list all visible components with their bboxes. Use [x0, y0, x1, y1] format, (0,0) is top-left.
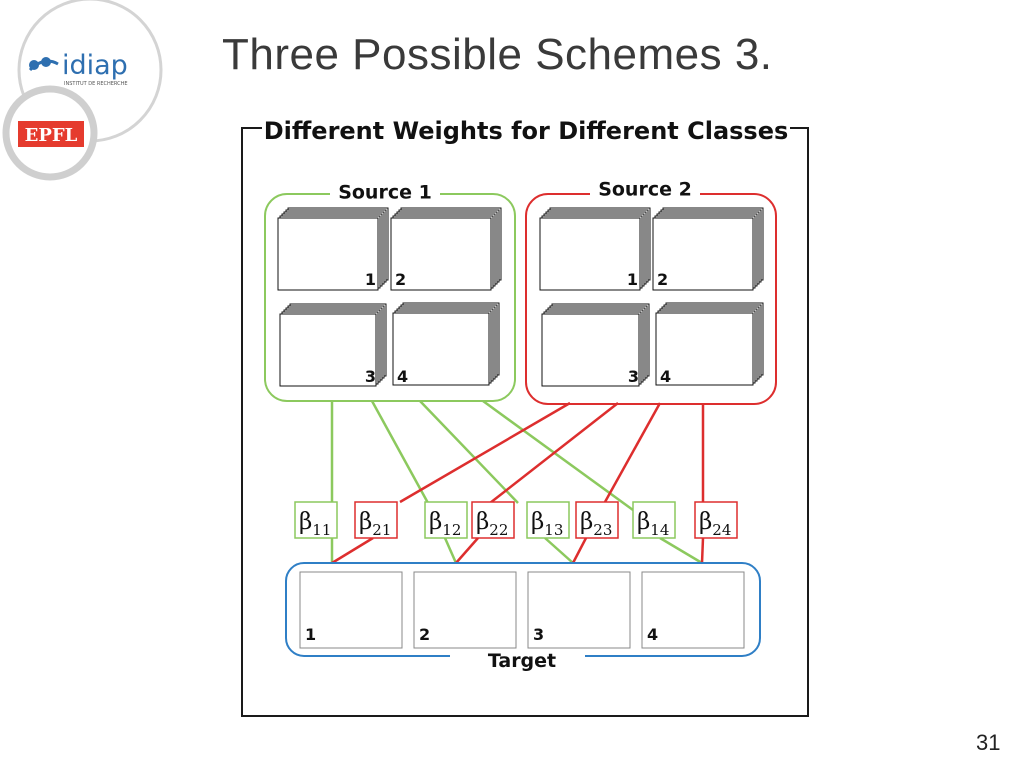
- conn-s2c1-weight: [399, 401, 571, 504]
- idiap-logo-icon: [28, 57, 59, 72]
- epfl-logo-text: EPFL: [25, 125, 78, 146]
- epfl-logo-badge: [18, 121, 84, 147]
- connection-lines: [330, 399, 705, 565]
- source1-class-2-sheet: [390, 217, 492, 291]
- source1-class-stack-2: 2: [390, 207, 502, 291]
- source1-class-1-label: 1: [365, 270, 376, 289]
- idiap-logo-text: idiap: [62, 50, 128, 81]
- idiap-logo-subtext: INSTITUT DE RECHERCHE: [64, 81, 128, 87]
- source1-class-4-sheet: [392, 312, 490, 386]
- weight-beta-22: β22: [471, 501, 515, 539]
- slide-title: Three Possible Schemes 3.: [222, 30, 773, 79]
- conn-w13-target3: [544, 537, 574, 564]
- source1-class-2-label: 2: [395, 270, 406, 289]
- target-label-bg: [450, 648, 585, 666]
- source2-class-stack-3: 3: [541, 303, 650, 387]
- conn-w14-target4: [659, 536, 703, 565]
- source2-class-4-sheet: [655, 312, 754, 386]
- logo-area: idiap INSTITUT DE RECHERCHE EPFL: [2, 0, 163, 181]
- conn-s1c2-weight: [370, 400, 430, 504]
- source2-class-stack-1: 1: [539, 207, 651, 291]
- source2-class-stack-2: 2: [652, 207, 764, 291]
- source2-class-1-label: 1: [627, 270, 638, 289]
- target-class-3-label: 3: [533, 625, 544, 644]
- source2-class-2-sheet: [652, 217, 754, 291]
- conn-s1c4-weight: [482, 399, 634, 512]
- weight-beta-23-box: [575, 501, 619, 539]
- weight-beta-24: β24: [694, 501, 738, 539]
- source1-label-bg: [330, 180, 440, 206]
- source2-class-3-label: 3: [628, 367, 639, 386]
- page-number: 31: [976, 730, 1001, 755]
- target-class-2-box: [413, 571, 517, 649]
- conn-w12-target2: [443, 537, 458, 564]
- source1-class-stack-3: 3: [279, 303, 387, 387]
- conn-s2c2-weight: [489, 402, 619, 504]
- source1-class-4-label: 4: [397, 367, 408, 386]
- weight-beta-21: β21: [354, 501, 398, 539]
- weight-beta-14-box: [632, 501, 676, 539]
- source1-label: Source 1: [338, 182, 432, 204]
- source2-class-4-label: 4: [660, 367, 671, 386]
- target-class-2-label: 2: [419, 625, 430, 644]
- conn-s1c3-weight: [419, 400, 519, 504]
- weight-beta-13: β13: [526, 501, 570, 539]
- conn-w22-target2: [455, 537, 479, 564]
- conn-w24-target4: [700, 537, 705, 564]
- target-class-4-label: 4: [647, 625, 658, 644]
- conn-w23-target3: [571, 537, 588, 564]
- weight-beta-12: β12: [424, 501, 468, 539]
- source2-class-1-sheet: [539, 217, 641, 291]
- conn-s2c3-weight: [603, 402, 662, 503]
- source2-class-stack-4: 4: [655, 302, 764, 386]
- weight-beta-12-box: [424, 501, 468, 539]
- conn-w21-target1: [331, 536, 374, 565]
- source1-class-stack-1: 1: [277, 207, 389, 291]
- diagram-frame: [241, 127, 809, 717]
- source1-class-1-sheet: [277, 217, 379, 291]
- weight-beta-13-box: [526, 501, 570, 539]
- source1-class-3-sheet: [279, 313, 377, 387]
- target-class-3-box: [527, 571, 631, 649]
- source2-label-bg: [590, 180, 700, 206]
- target-label: Target: [488, 650, 556, 672]
- weight-beta-11: β11: [294, 501, 338, 539]
- weight-beta-21-box: [354, 501, 398, 539]
- source2-class-2-label: 2: [657, 270, 668, 289]
- source2-label: Source 2: [598, 179, 692, 201]
- weight-beta-22-box: [471, 501, 515, 539]
- weight-beta-24-box: [694, 501, 738, 539]
- target-class-1-label: 1: [305, 625, 316, 644]
- diagram-frame-title: Different Weights for Different Classes: [264, 117, 789, 145]
- weight-beta-23: β23: [575, 501, 619, 539]
- target-class-1-box: [299, 571, 403, 649]
- source1-class-stack-4: 4: [392, 302, 500, 386]
- source2-class-3-sheet: [541, 313, 640, 387]
- weight-beta-11-box: [294, 501, 338, 539]
- weight-beta-14: β14: [632, 501, 676, 539]
- target-class-boxes: 1 2 3 4: [299, 571, 745, 649]
- source1-class-3-label: 3: [365, 367, 376, 386]
- target-class-4-box: [641, 571, 745, 649]
